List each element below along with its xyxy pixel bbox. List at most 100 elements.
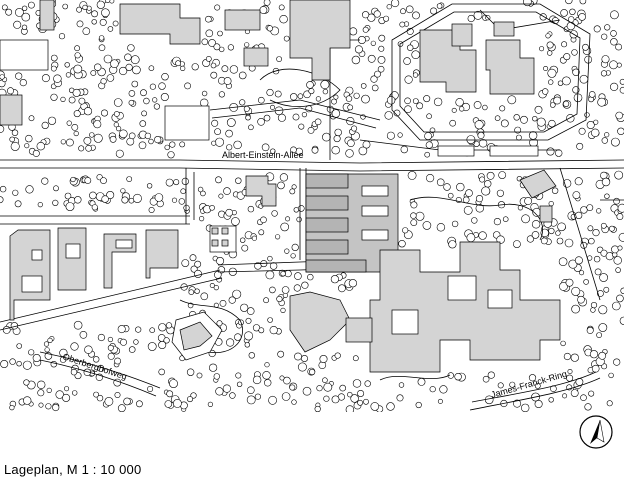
tree — [546, 147, 555, 156]
tree — [534, 105, 543, 114]
tree — [482, 104, 488, 111]
tree — [140, 89, 147, 97]
tree — [560, 340, 566, 347]
tree — [422, 221, 432, 230]
tree — [25, 134, 33, 143]
tree — [358, 146, 368, 156]
tree — [128, 90, 136, 97]
tree — [153, 103, 160, 110]
tree — [297, 362, 307, 372]
tree — [194, 269, 203, 278]
tree — [384, 111, 393, 120]
tree — [386, 4, 392, 10]
tree — [574, 256, 583, 265]
tree — [0, 196, 4, 204]
tree — [323, 382, 333, 392]
tree — [309, 368, 316, 376]
tree — [107, 352, 115, 360]
tree — [100, 78, 107, 85]
tree — [520, 115, 528, 124]
tree — [101, 195, 109, 203]
tree — [320, 80, 330, 90]
tree — [207, 401, 213, 408]
tree — [447, 192, 454, 199]
tree — [566, 21, 576, 31]
tree — [579, 74, 589, 84]
tree — [53, 185, 59, 192]
tree — [65, 72, 71, 78]
tree — [158, 323, 167, 332]
tree — [279, 173, 289, 182]
tree — [386, 402, 395, 411]
tree — [128, 99, 135, 106]
tree — [44, 347, 50, 353]
tree — [297, 205, 305, 212]
tree — [337, 284, 346, 293]
tree — [268, 395, 277, 405]
tree — [36, 380, 46, 389]
tree — [557, 80, 564, 86]
tree — [557, 222, 566, 232]
tree — [62, 3, 68, 10]
tree — [148, 138, 154, 145]
tree — [315, 96, 322, 102]
tree — [209, 282, 215, 288]
tree — [331, 146, 340, 155]
tree — [96, 0, 105, 9]
tree — [128, 132, 136, 140]
tree — [370, 40, 376, 46]
tree — [82, 27, 91, 36]
tree — [257, 96, 265, 104]
tree — [433, 97, 443, 107]
tree — [114, 357, 121, 365]
tree — [199, 216, 205, 222]
tree — [275, 234, 281, 240]
tree — [619, 86, 624, 94]
tree — [568, 259, 578, 269]
tree — [443, 183, 451, 191]
tree — [463, 205, 473, 215]
tree — [9, 136, 15, 143]
tree — [211, 140, 217, 146]
tree — [577, 295, 585, 304]
tree — [574, 177, 583, 186]
tree — [618, 232, 624, 242]
tree — [231, 217, 240, 226]
tree — [148, 65, 155, 71]
tree — [208, 39, 216, 47]
tree — [301, 281, 309, 289]
tree — [114, 391, 121, 398]
tree — [347, 104, 354, 111]
tree — [562, 76, 571, 86]
north-arrow-icon — [578, 414, 614, 450]
tree — [429, 127, 436, 134]
tree — [64, 62, 70, 68]
tree — [138, 141, 147, 150]
tree — [449, 119, 457, 127]
tree — [367, 54, 376, 63]
tree — [352, 355, 359, 362]
tree — [593, 119, 599, 125]
tree — [437, 398, 443, 404]
tree — [615, 267, 621, 273]
tree — [410, 201, 418, 209]
tree — [161, 72, 169, 81]
tree — [14, 200, 22, 208]
tree — [262, 371, 271, 380]
tree — [158, 82, 166, 90]
tree — [91, 19, 97, 25]
tree — [101, 109, 109, 117]
tree — [280, 307, 286, 314]
tree — [290, 146, 297, 154]
tree — [243, 105, 250, 112]
tree — [570, 353, 579, 362]
tree — [269, 286, 276, 294]
tree — [569, 8, 576, 15]
tree — [146, 183, 153, 189]
tree — [415, 211, 425, 221]
tree — [225, 129, 233, 138]
tree — [183, 204, 190, 211]
tree — [110, 59, 119, 69]
tree — [478, 139, 488, 148]
tree — [70, 342, 79, 351]
